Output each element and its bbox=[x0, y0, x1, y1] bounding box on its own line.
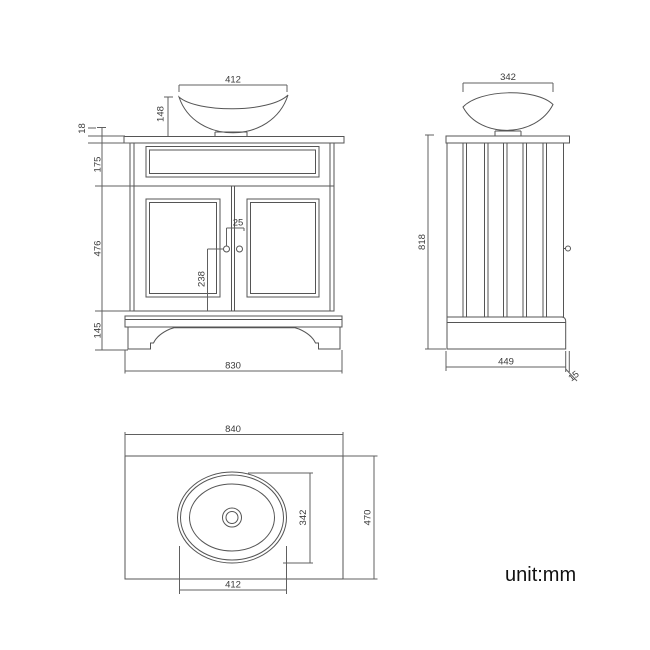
side-dim-basin-depth: 342 bbox=[462, 72, 554, 92]
side-plinth bbox=[446, 316, 567, 350]
side-cabinet-depth-label: 449 bbox=[498, 357, 514, 368]
top-worktop bbox=[124, 455, 344, 580]
top-dim-basin-depth: 342 bbox=[248, 472, 313, 564]
front-worktop-thickness-label: 18 bbox=[77, 123, 88, 134]
side-cabinet-height-label: 818 bbox=[417, 234, 428, 250]
front-dim-knob-offset: 25 bbox=[226, 218, 245, 246]
front-left-knob bbox=[223, 245, 230, 253]
top-basin-width-label: 412 bbox=[225, 580, 241, 591]
top-drain-inner bbox=[225, 511, 239, 524]
front-worktop bbox=[123, 136, 345, 144]
side-basin-depth-label: 342 bbox=[500, 72, 516, 83]
top-view: 840 470 342 412 bbox=[124, 424, 378, 594]
front-dim-left-column: 18 175 476 145 bbox=[77, 123, 132, 351]
front-basin bbox=[177, 94, 289, 137]
side-view: 342 818 449 bbox=[417, 72, 582, 384]
front-view: 412 148 bbox=[77, 75, 345, 374]
side-dim-cabinet-depth: 449 bbox=[445, 351, 567, 372]
side-basin bbox=[462, 92, 554, 136]
side-knob bbox=[563, 245, 571, 252]
front-dim-basin-height: 148 bbox=[156, 96, 173, 136]
front-knob-offset-label: 25 bbox=[233, 218, 244, 229]
side-worktop-overhang-label: 15 bbox=[566, 369, 581, 384]
front-dim-overall-width: 830 bbox=[124, 350, 343, 374]
side-dim-cabinet-height: 818 bbox=[417, 134, 446, 350]
side-worktop bbox=[445, 135, 570, 144]
top-drain-outer bbox=[222, 507, 242, 528]
front-basin-height-label: 148 bbox=[156, 106, 167, 122]
front-plinth bbox=[124, 315, 343, 350]
top-dim-basin-width: 412 bbox=[179, 546, 287, 594]
front-door-section-height-label: 476 bbox=[93, 241, 104, 257]
front-right-door-panel bbox=[246, 198, 320, 298]
front-left-door-panel bbox=[145, 198, 221, 298]
top-worktop-depth-label: 470 bbox=[363, 510, 374, 526]
top-dim-worktop-width: 840 bbox=[124, 424, 344, 456]
front-cabinet-width-label: 830 bbox=[225, 361, 241, 372]
front-right-knob bbox=[236, 245, 243, 253]
front-frieze-panel bbox=[145, 146, 320, 178]
front-knob-height-label: 238 bbox=[197, 271, 208, 287]
front-dim-knob-height: 238 bbox=[197, 248, 223, 311]
top-worktop-width-label: 840 bbox=[225, 424, 241, 435]
top-basin-depth-label: 342 bbox=[298, 510, 309, 526]
side-cabinet bbox=[446, 142, 564, 318]
front-frieze-height-label: 175 bbox=[93, 157, 104, 173]
top-dim-worktop-depth: 470 bbox=[343, 455, 378, 580]
front-basin-width-label: 412 bbox=[225, 75, 241, 86]
side-dim-worktop-overhang: 15 bbox=[565, 351, 582, 384]
unit-label: unit:mm bbox=[505, 564, 576, 586]
front-plinth-height-label: 145 bbox=[93, 323, 104, 339]
top-basin bbox=[177, 471, 287, 564]
front-dim-basin-width: 412 bbox=[178, 75, 288, 92]
front-cabinet bbox=[129, 142, 335, 312]
